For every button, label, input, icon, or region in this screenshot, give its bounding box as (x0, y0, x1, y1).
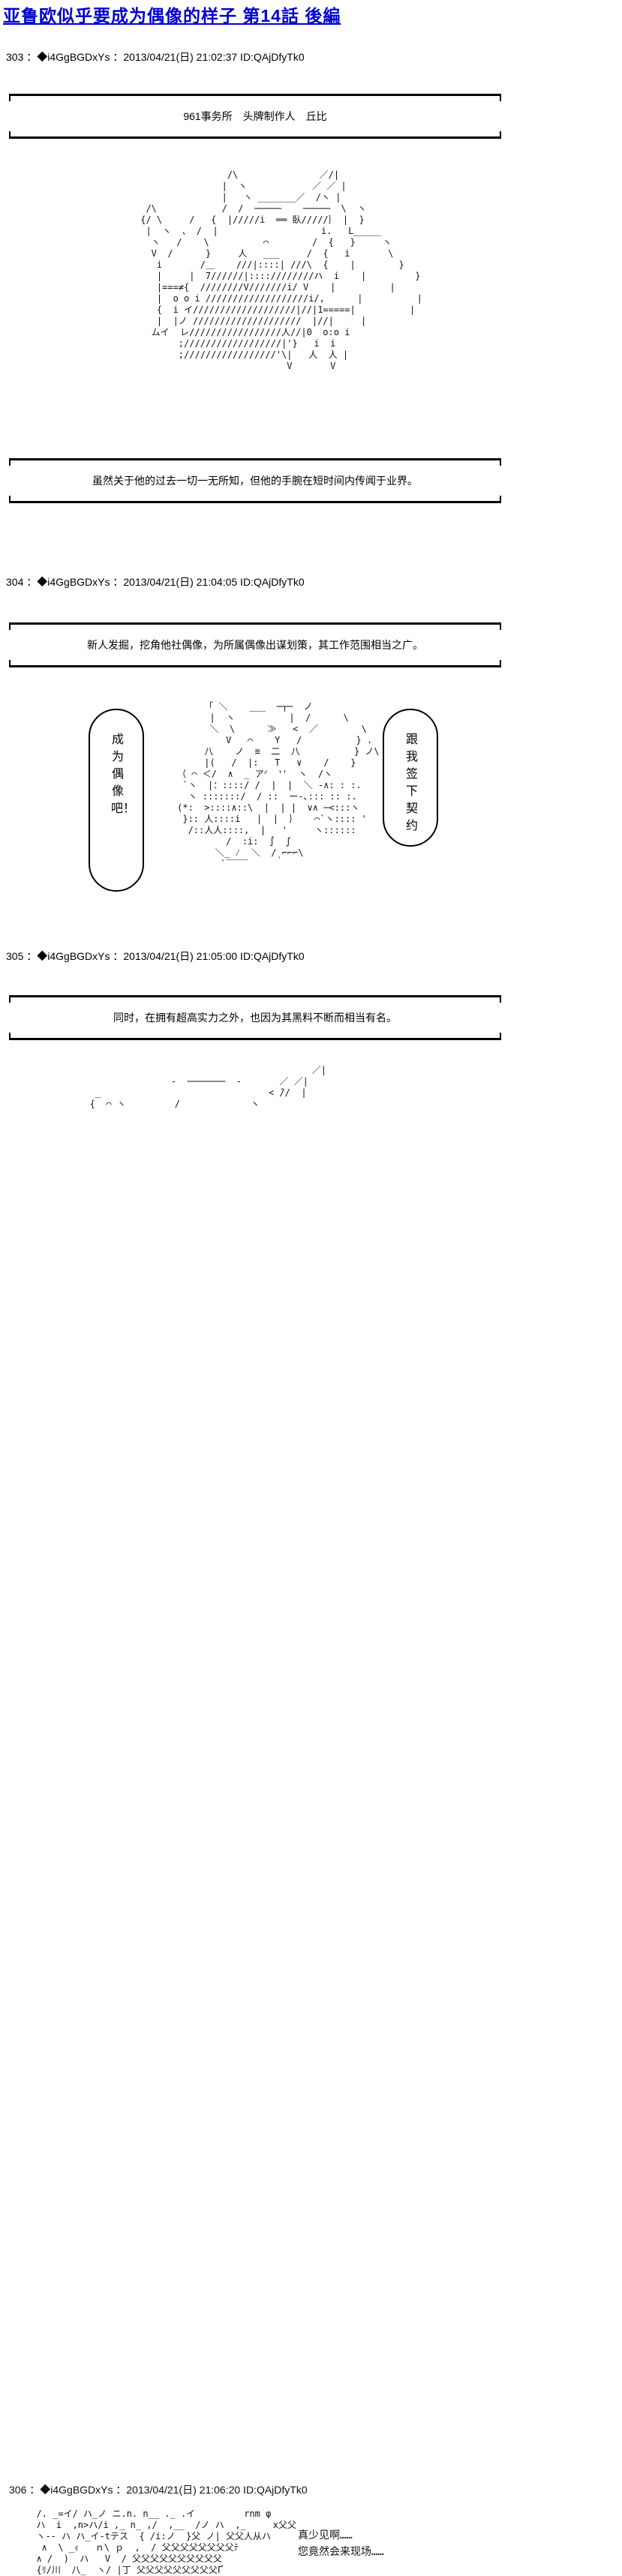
speech-bubble-left (89, 709, 144, 892)
caption-text: 同时，在拥有超高实力之外，也因为其黑料不断而相当有名。 (113, 1012, 397, 1024)
caption-box-303-top: 961事务所 头牌制作人 丘比 (9, 94, 501, 139)
bubble-text-right: 跟我签下契约 (405, 733, 418, 832)
caption-box-304: 新人发掘，挖角他社偶像，为所属偶像出谋划策，其工作范围相当之广。 (9, 622, 501, 667)
post-header-305: 305 ：◆i4GgBGDxYs ：2013/04/21(日) 21:05:00… (6, 950, 305, 962)
bubble-text-left: 成为偶像吧！ (111, 733, 136, 815)
ascii-art-kyubey-pair: 「 ＼ ___ ─┬─ ノ | ヽ | / \ ＼ \ ≫ < ／ \ V ⌒ … (177, 701, 380, 869)
ascii-art-crowd: /. _=イ/ ハ_ノ ニ.n. n__ ._ .イ rnm φ ハ i ,n>… (36, 2509, 296, 2575)
post-header-306: 306 ：◆i4GgBGDxYs ：2013/04/21(日) 21:06:20… (9, 2484, 308, 2496)
caption-text: 961事务所 头牌制作人 丘比 (183, 110, 327, 122)
ascii-art-kyubey-chase: ／| - ─────── - ／ ／| _ < ̄// | { ⌒ ヽ / ヽ … (9, 1065, 384, 2575)
caption-box-303-bottom: 虽然关于他的过去一切一无所知，但他的手腕在短时间内传闻于业界。 (9, 458, 501, 503)
dialog-line-2: 您竟然会来现场…… (298, 2546, 384, 2558)
caption-text: 新人发掘，挖角他社偶像，为所属偶像出谋划策，其工作范围相当之广。 (87, 639, 423, 651)
dialog-line-1: 真少见啊…… (298, 2530, 353, 2542)
ascii-art-kyubey-producer: /\ ／/| | ヽ ／ ／ | | ヽ _______／ /ヽ | /\ / … (140, 169, 422, 371)
page-title[interactable]: 亚鲁欧似乎要成为偶像的样子 第14話 後編 (3, 6, 341, 25)
caption-text: 虽然关于他的过去一切一无所知，但他的手腕在短时间内传闻于业界。 (92, 475, 418, 487)
caption-box-305: 同时，在拥有超高实力之外，也因为其黑料不断而相当有名。 (9, 995, 501, 1040)
post-header-304: 304 ：◆i4GgBGDxYs ：2013/04/21(日) 21:04:05… (6, 576, 305, 588)
speech-bubble-right (383, 709, 438, 847)
post-header-303: 303 ：◆i4GgBGDxYs ：2013/04/21(日) 21:02:37… (6, 51, 305, 63)
